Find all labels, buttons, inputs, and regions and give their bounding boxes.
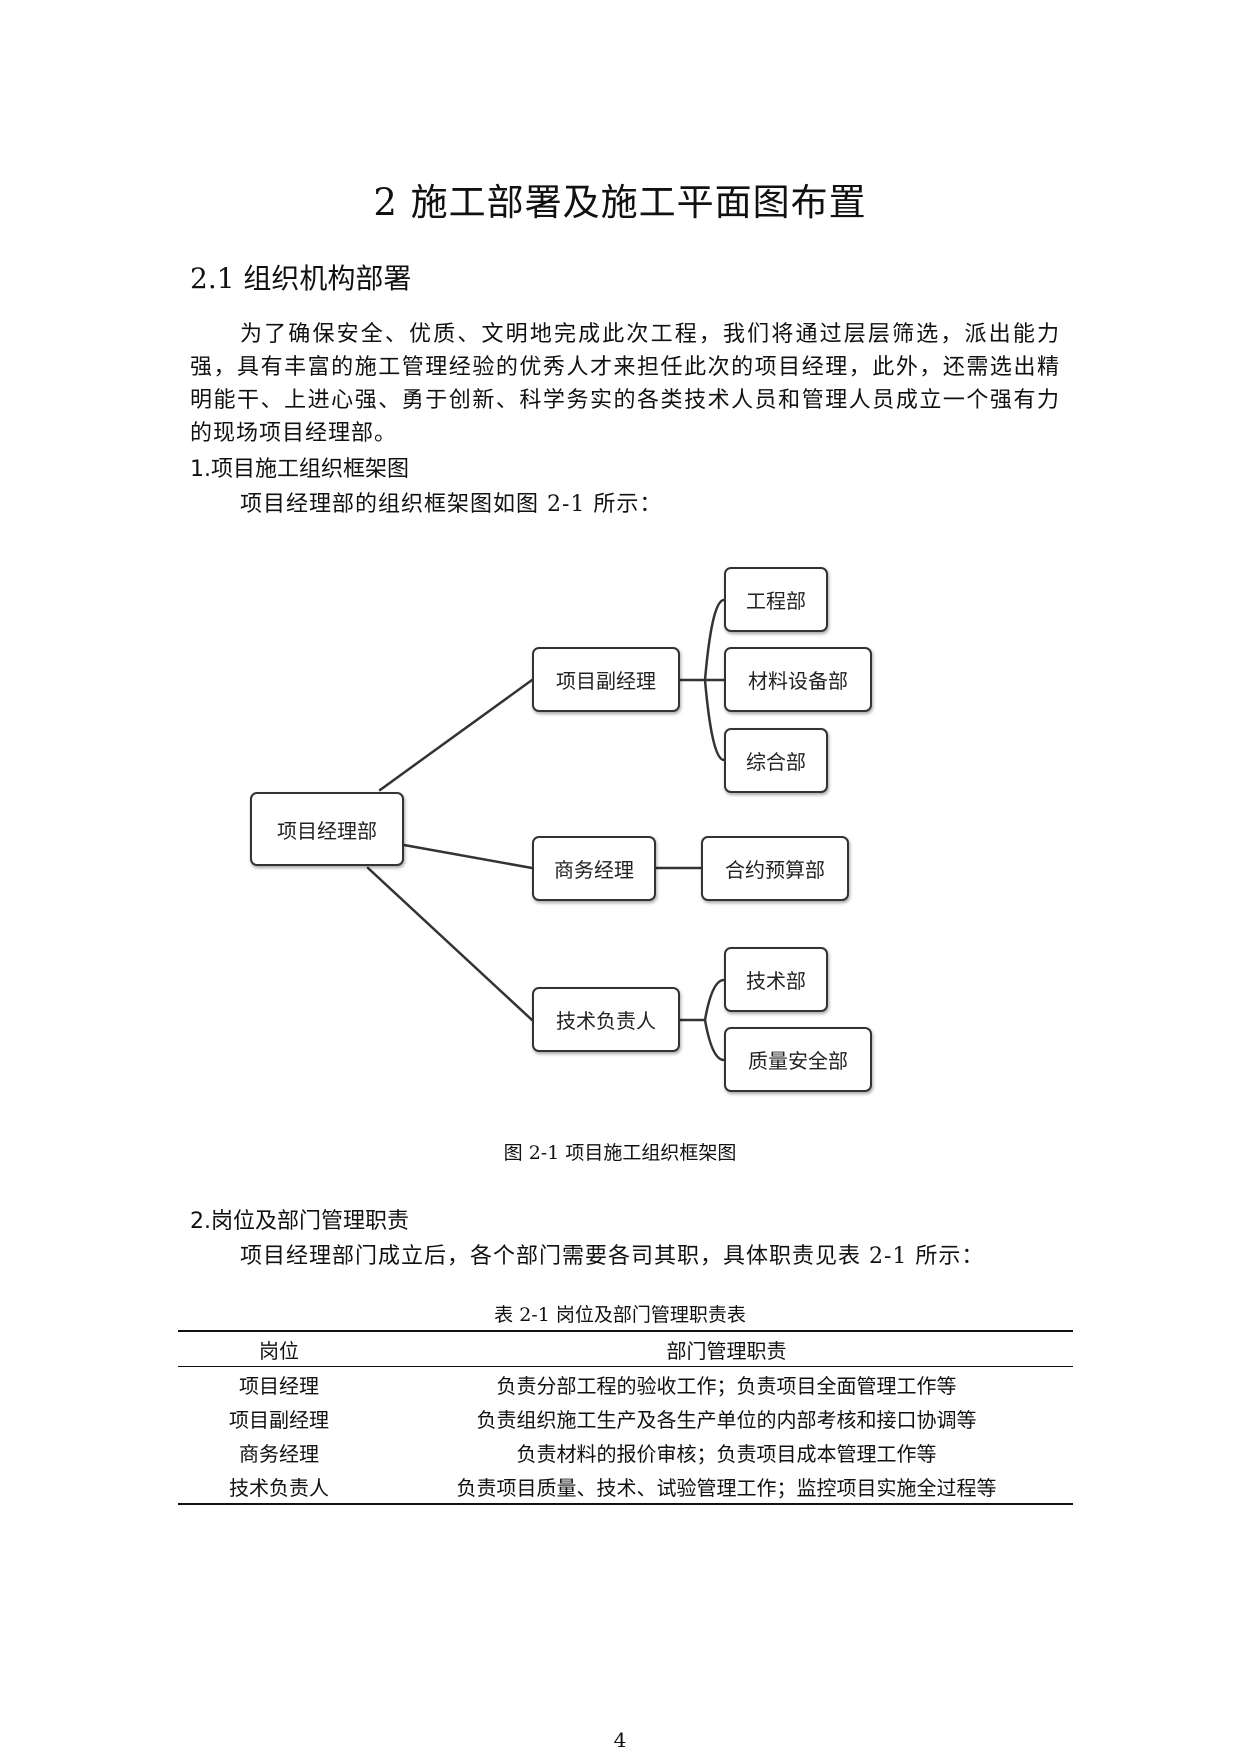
duties-table: 岗位 部门管理职责 项目经理 负责分部工程的验收工作；负责项目全面管理工作等 项…: [178, 1330, 1073, 1505]
org-node-project-manager-dept: 项目经理部: [250, 792, 404, 866]
table-row: 商务经理 负责材料的报价审核；负责项目成本管理工作等: [178, 1435, 1073, 1469]
figure-caption: 图 2-1 项目施工组织框架图: [503, 1142, 737, 1164]
table-row: 项目经理 负责分部工程的验收工作；负责项目全面管理工作等: [178, 1367, 1073, 1402]
subheading-org-chart: 1.项目施工组织框架图: [190, 457, 409, 482]
cell-duties: 负责组织施工生产及各生产单位的内部考核和接口协调等: [476, 1407, 977, 1432]
connector-deputy-general: [703, 678, 726, 762]
connector-techlead-techdept: [703, 978, 726, 1022]
org-node-general-dept: 综合部: [724, 728, 828, 793]
cell-position: 技术负责人: [229, 1475, 329, 1500]
table-header-row: 岗位 部门管理职责: [178, 1331, 1073, 1367]
cell-position: 项目副经理: [229, 1407, 329, 1432]
org-node-technical-lead: 技术负责人: [532, 987, 680, 1052]
connector-root-deputy: [378, 678, 534, 792]
table-row: 项目副经理 负责组织施工生产及各生产单位的内部考核和接口协调等: [178, 1401, 1073, 1435]
subheading-duties: 2.岗位及部门管理职责: [190, 1209, 409, 1234]
connector-techlead-quality: [703, 1018, 726, 1062]
connector-deputy-eng: [703, 598, 726, 682]
org-node-quality-safety-dept: 质量安全部: [724, 1027, 872, 1092]
page-number: 4: [613, 1728, 627, 1752]
intro-paragraph: 为了确保安全、优质、文明地完成此次工程，我们将通过层层筛选，派出能力强，具有丰富…: [190, 322, 1060, 446]
cell-duties: 负责项目质量、技术、试验管理工作；监控项目实施全过程等: [456, 1475, 997, 1500]
connector-root-business: [402, 843, 534, 870]
duties-intro: 项目经理部门成立后，各个部门需要各司其职，具体职责见表 2-1 所示：: [240, 1244, 985, 1269]
org-node-engineering-dept: 工程部: [724, 567, 828, 632]
column-header-duties: 部门管理职责: [380, 1331, 1073, 1367]
cell-position: 商务经理: [239, 1441, 319, 1466]
table-row: 技术负责人 负责项目质量、技术、试验管理工作；监控项目实施全过程等: [178, 1469, 1073, 1504]
cell-duties: 负责材料的报价审核；负责项目成本管理工作等: [516, 1441, 937, 1466]
cell-position: 项目经理: [239, 1373, 319, 1398]
section-heading: 2.1 组织机构部署: [190, 262, 412, 295]
org-node-business-manager: 商务经理: [532, 836, 656, 901]
org-chart-intro: 项目经理部的组织框架图如图 2-1 所示：: [240, 492, 663, 517]
cell-duties: 负责分部工程的验收工作；负责项目全面管理工作等: [496, 1373, 957, 1398]
org-node-technical-dept: 技术部: [724, 947, 828, 1012]
org-node-contract-budget-dept: 合约预算部: [701, 836, 849, 901]
column-header-position: 岗位: [178, 1331, 380, 1367]
org-node-deputy-manager: 项目副经理: [532, 647, 680, 712]
connector-root-techlead: [366, 866, 534, 1022]
org-node-material-equipment-dept: 材料设备部: [724, 647, 872, 712]
table-caption: 表 2-1 岗位及部门管理职责表: [494, 1304, 746, 1326]
page-title: 2 施工部署及施工平面图布置: [373, 181, 867, 224]
